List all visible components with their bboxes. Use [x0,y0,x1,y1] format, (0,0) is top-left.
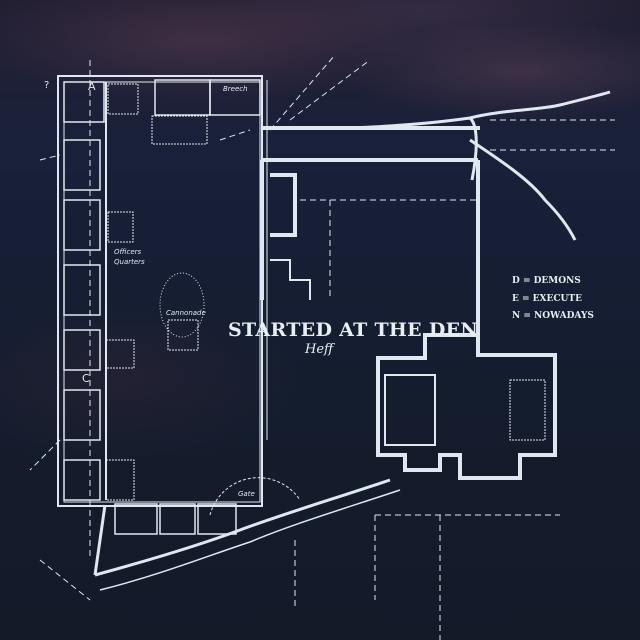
album-title: STARTED AT THE DEN [228,319,479,341]
label-room-a: A [88,80,96,93]
label-breach: Breech [223,85,248,93]
label-gate: Gate [238,490,255,498]
bottom-rooms [114,503,237,535]
label-corner-mark: ? [44,80,50,91]
gate-arc [209,477,301,516]
river [284,90,611,241]
label-officers: Officers [114,248,142,256]
building-outline [376,333,557,480]
roads [260,126,480,355]
officers-quarters-rooms [63,79,261,501]
legend-item-nowadays: N = NOWADAYS [512,311,594,321]
survey-dashed-lines [29,54,615,640]
legend-item-demons: D = DEMONS [512,276,581,286]
palisade [93,478,401,591]
label-cannonade: Cannonade [166,309,206,317]
legend-item-execute: E = EXECUTE [512,294,582,304]
label-quarters: Quarters [114,258,145,266]
artist-name: Heff [305,342,334,357]
hatched-blocks [105,83,208,501]
cannonade-ring [159,272,205,338]
label-room-c: C [82,372,90,385]
